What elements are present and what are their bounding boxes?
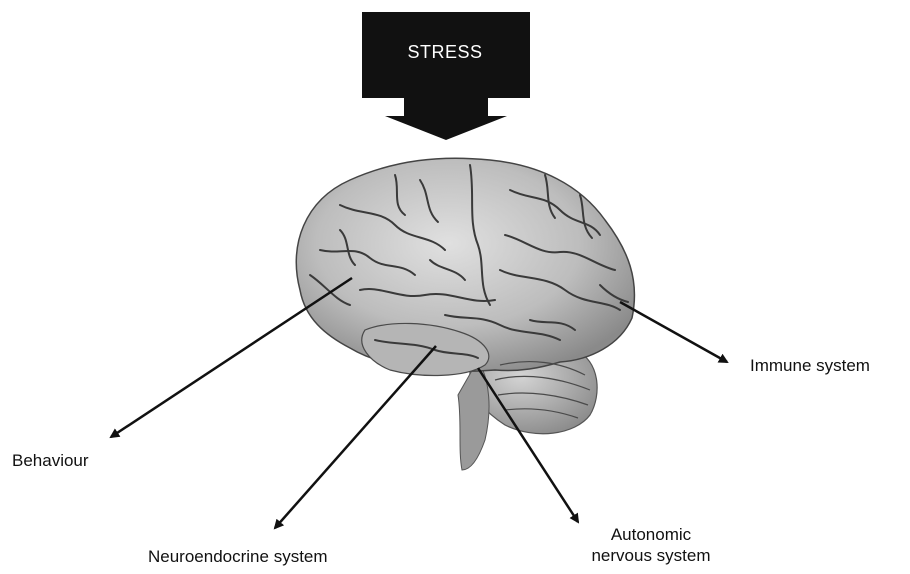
brain-image — [296, 158, 634, 470]
stress-arrow — [362, 12, 530, 140]
autonomic-label-line1: Autonomic — [576, 524, 726, 545]
behaviour-label: Behaviour — [12, 450, 89, 471]
neuroendocrine-label: Neuroendocrine system — [148, 546, 328, 567]
autonomic-label-line2: nervous system — [576, 545, 726, 566]
stress-arrowhead — [385, 98, 507, 140]
arrow-neuroendocrine — [275, 346, 436, 528]
arrow-behaviour — [111, 278, 352, 437]
autonomic-label: Autonomic nervous system — [576, 524, 726, 566]
immune-label: Immune system — [750, 355, 870, 376]
stress-label: STRESS — [360, 42, 530, 63]
arrow-immune — [620, 302, 727, 362]
